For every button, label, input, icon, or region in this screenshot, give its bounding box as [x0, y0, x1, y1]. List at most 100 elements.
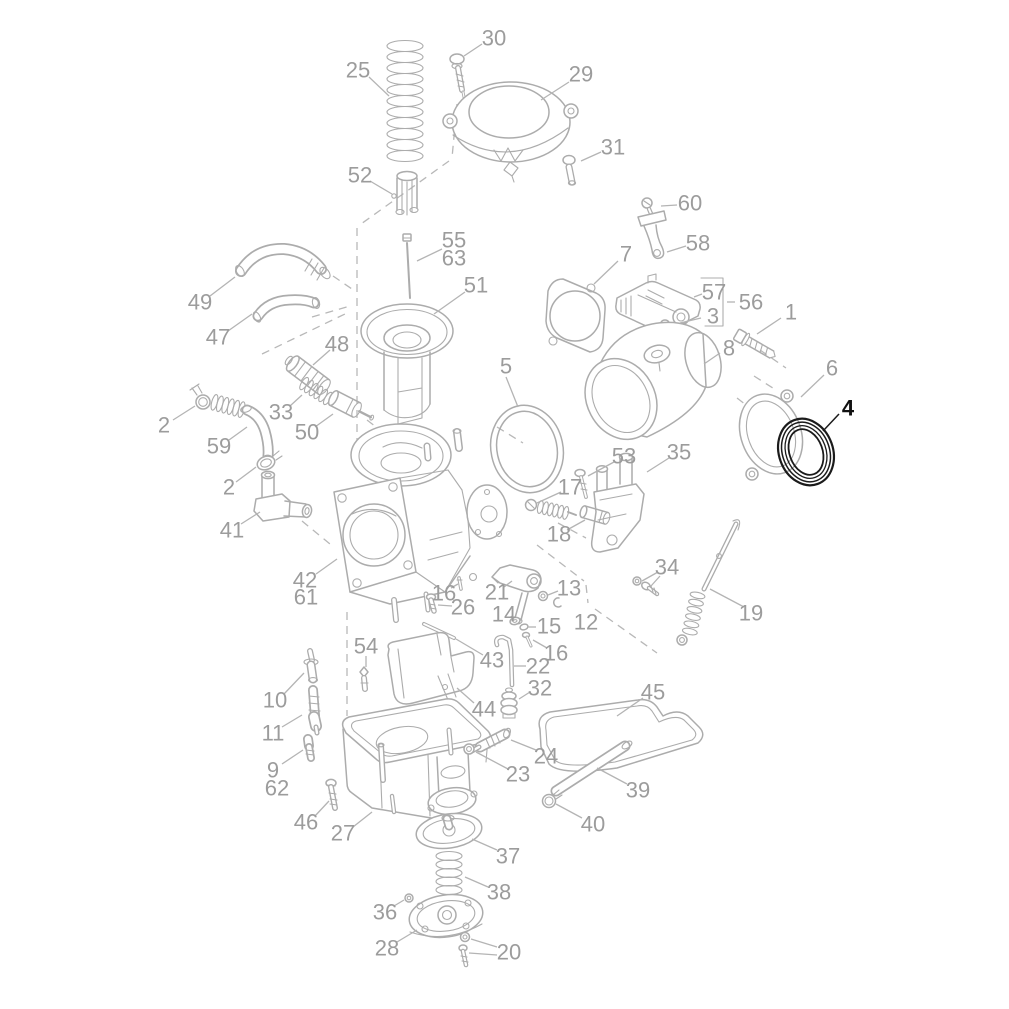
leader-line-4 [822, 413, 840, 432]
part-2-spring [210, 394, 246, 418]
part-label-2a: 2 [158, 413, 170, 438]
leader-line-57 [693, 293, 703, 298]
part-label-46: 46 [294, 810, 318, 835]
part-53-screw [574, 468, 588, 499]
part-55-jet-needle [402, 233, 412, 299]
part-35-cable-bracket [590, 452, 645, 553]
part-21-pump-lever [491, 564, 542, 625]
leader-line-40 [555, 803, 583, 819]
part-label-44: 44 [472, 697, 496, 722]
part-16-screw-lower [521, 631, 533, 648]
part-49-vent-hose [235, 242, 331, 281]
leader-line-21 [503, 580, 513, 588]
part-label-41: 41 [220, 518, 244, 543]
part-label-8: 8 [723, 336, 735, 361]
part-label-6: 6 [826, 356, 838, 381]
leader-line-16a [450, 583, 459, 589]
part-19-idle-screw-assembly [676, 519, 741, 646]
cover-ear-left [442, 113, 458, 129]
part-1-screw [732, 328, 776, 359]
leader-line-46 [314, 800, 330, 817]
leader-line-58 [666, 245, 687, 253]
leader-line-35 [646, 457, 670, 473]
part-label-37: 37 [496, 844, 520, 869]
part-26-jet-screw [425, 593, 437, 614]
leader-line-3 [679, 317, 702, 324]
part-label-60: 60 [678, 191, 702, 216]
part-label-22: 22 [526, 654, 550, 679]
part-20-cover-screw [458, 931, 471, 968]
part-37-pump-diaphragm [415, 812, 483, 850]
part-label-24: 24 [534, 744, 558, 769]
part-label-23: 23 [506, 762, 530, 787]
part-9-pilot-jet [303, 734, 315, 762]
part-51-slide-diaphragm [360, 303, 454, 425]
part-label-51: 51 [464, 273, 488, 298]
part-label-50: 50 [295, 420, 319, 445]
part-label-19: 19 [739, 601, 763, 626]
part-label-29: 29 [569, 62, 593, 87]
leader-line-17 [536, 491, 562, 504]
part-50-cable-adjuster [327, 390, 375, 421]
part-label-53: 53 [612, 444, 636, 469]
part-label-28: 28 [375, 936, 399, 961]
leader-line-18 [566, 519, 586, 531]
part-15-washer [519, 623, 529, 631]
assembly-axis-lines [261, 103, 787, 716]
part-label-34: 34 [655, 555, 679, 580]
part-label-14: 14 [492, 602, 516, 627]
part-label-58: 58 [686, 231, 710, 256]
leader-line-32 [518, 691, 531, 700]
part-14-pivot [509, 616, 521, 626]
part-label-16b: 16 [544, 641, 568, 666]
part-30-cover-screw [449, 53, 467, 104]
leader-line-47 [227, 313, 253, 332]
part-label-55: 55 [442, 228, 466, 253]
part-2-clamp-lower [256, 450, 283, 471]
leader-line-59 [228, 426, 248, 441]
part-16-pin-upper [456, 572, 478, 591]
part-47-vent-hose [252, 294, 321, 323]
part-label-1: 1 [785, 300, 797, 325]
part-25-diaphragm-spring [386, 39, 424, 163]
leader-line-36 [393, 899, 405, 907]
part-label-2b: 2 [223, 475, 235, 500]
leader-line-38 [464, 876, 489, 888]
part-11-needle-jet [308, 685, 322, 736]
part-46-bowl-screw [325, 778, 338, 811]
part-31-cover-screw [562, 154, 577, 186]
part-label-42: 42 [293, 568, 317, 593]
leader-line-2b [235, 466, 257, 483]
leader-line-14 [510, 615, 515, 621]
part-label-20: 20 [497, 940, 521, 965]
part-label-63: 63 [442, 246, 466, 271]
part-36-o-ring [404, 893, 414, 903]
leader-line-20 [470, 938, 498, 948]
leader-line-7 [593, 260, 619, 285]
part-label-47: 47 [206, 325, 230, 350]
leader-line-30 [463, 43, 483, 57]
part-10-jet [303, 648, 319, 684]
part-label-13: 13 [557, 576, 581, 601]
leader-line-45 [616, 697, 644, 717]
part-label-31: 31 [601, 135, 625, 160]
leader-line-53 [587, 461, 615, 477]
part-label-40: 40 [581, 812, 605, 837]
part-label-36: 36 [373, 900, 397, 925]
part-44-float [387, 631, 475, 705]
leader-line-55 [416, 248, 443, 262]
part-label-38: 38 [487, 880, 511, 905]
part-17-pilot-screw [524, 498, 577, 516]
bracket-56-group-lines [700, 277, 724, 327]
part-label-26: 26 [451, 595, 475, 620]
part-7-gasket [545, 278, 606, 353]
part-17-spring [536, 500, 570, 520]
part-40-hose-clamp [541, 789, 563, 809]
leader-line-29 [540, 81, 570, 101]
part-label-59: 59 [207, 434, 231, 459]
leader-lines [172, 43, 840, 956]
part-33-cable-spring [299, 376, 333, 406]
part-label-56: 56 [739, 290, 763, 315]
part-label-12: 12 [574, 610, 598, 635]
leader-line-23 [475, 751, 509, 770]
